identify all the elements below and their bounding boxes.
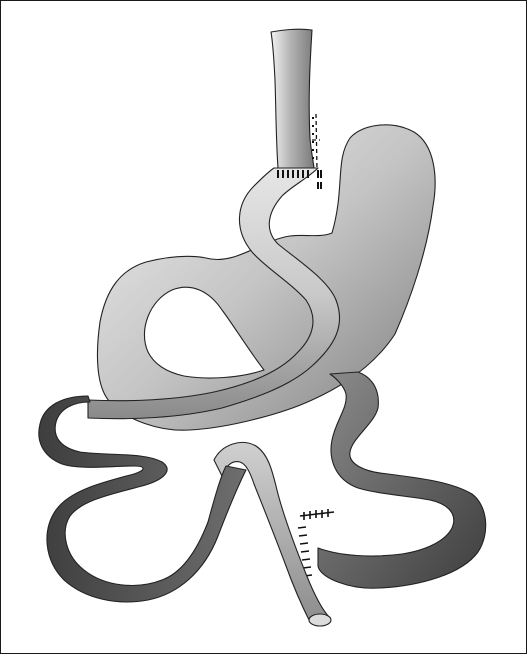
biliopancreatic-limb [318,372,486,588]
esophagus [271,29,314,168]
common-channel-end [309,614,331,626]
